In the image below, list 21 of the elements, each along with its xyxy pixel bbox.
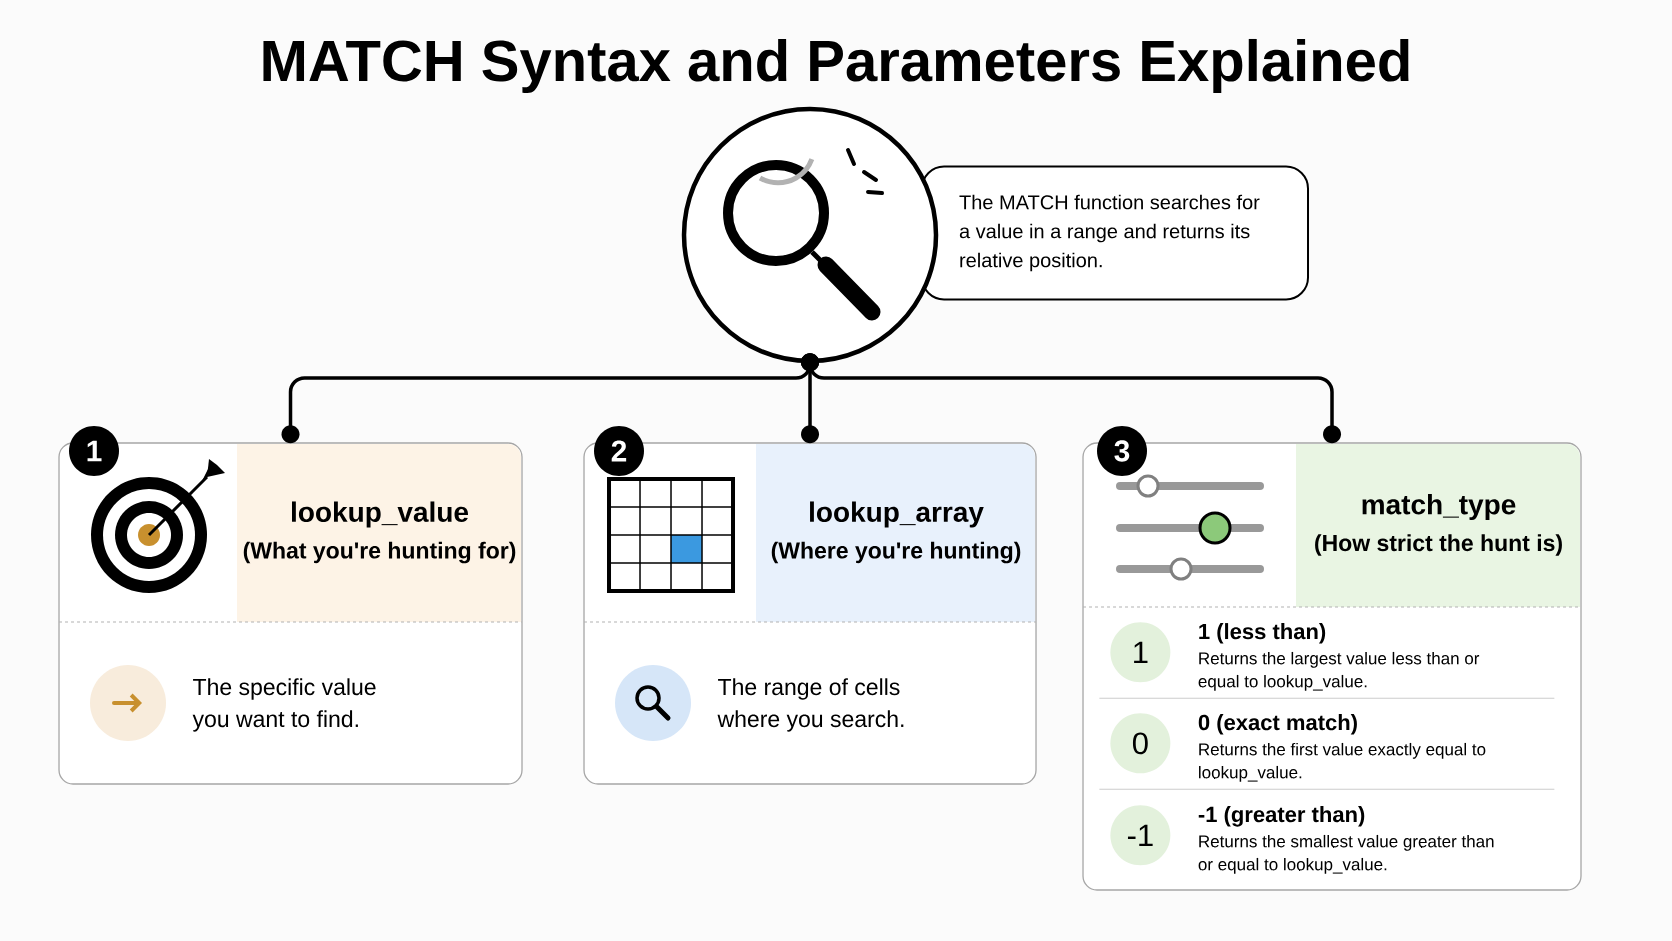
option-description: Returns the largest value less than or equal to lookup_value. — [1198, 651, 1480, 691]
number-badge: 3 — [1097, 426, 1147, 476]
option-heading: 1 (less than) — [1199, 623, 1326, 644]
option-description: Returns the first value exactly equal to lookup_value. — [1199, 742, 1486, 782]
number-badge: 2 — [594, 426, 644, 476]
number-badge: 1 — [69, 426, 119, 476]
option-heading: -1 (greater than) — [1198, 806, 1365, 827]
option-description: Returns the smallest value greater than or equal to lookup_value. — [1198, 834, 1494, 874]
description-callout: The MATCH function searches for a value in a range and returns its relative position. — [921, 165, 1309, 301]
parameter-description: The range of cells where you search. — [717, 678, 904, 732]
title: MATCH Syntax and Parameters Explained — [263, 38, 1409, 93]
parameter-name: lookup_array — [810, 501, 984, 528]
parameter-subtitle: (How strict the hunt is) — [1315, 534, 1562, 556]
option-heading: 0 (exact match) — [1198, 714, 1357, 735]
parameter-subtitle: (What you're hunting for) — [243, 541, 516, 564]
parameter-name: lookup_value — [292, 501, 469, 528]
parameter-subtitle: (Where you're hunting) — [771, 541, 1021, 564]
connector-line — [801, 353, 1341, 444]
parameter-name: match_type — [1362, 493, 1516, 521]
parameter-description: The specific value you want to find. — [192, 678, 376, 732]
magnifier-drawing — [681, 106, 939, 364]
